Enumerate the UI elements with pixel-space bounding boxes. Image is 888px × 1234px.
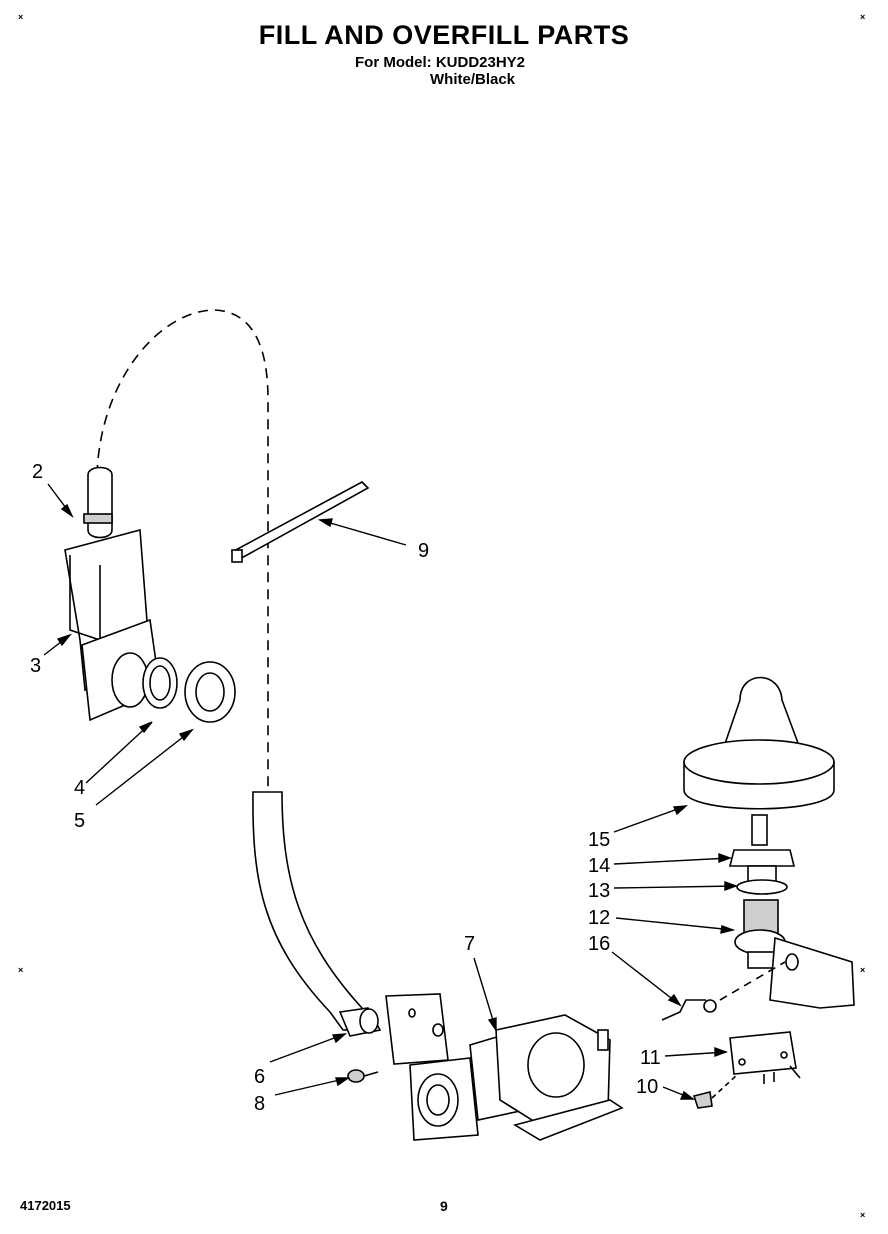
- tie-strap: [230, 481, 370, 562]
- callout-14: 14: [588, 855, 610, 877]
- page-number: 9: [440, 1198, 448, 1214]
- corner-mark-left: ×: [18, 965, 24, 975]
- callout-12: 12: [588, 907, 610, 929]
- callout-4: 4: [74, 777, 85, 799]
- micro-switch: [729, 1031, 797, 1075]
- hose-tie: [83, 513, 113, 524]
- valve-terminal: [597, 1029, 609, 1051]
- color-label: White/Black: [430, 71, 516, 88]
- hose-end: [359, 1008, 379, 1034]
- nut-part-14: [728, 849, 796, 867]
- corner-mark-bottom-right: ×: [860, 1210, 866, 1220]
- fill-hose: [252, 791, 364, 1031]
- screw-part-10: [692, 1091, 713, 1109]
- leader-lines: [43, 483, 739, 1100]
- callout-6: 6: [254, 1066, 265, 1088]
- callout-11: 11: [640, 1047, 661, 1069]
- page-title: FILL AND OVERFILL PARTS: [258, 20, 630, 50]
- pin-part-16: [661, 999, 706, 1021]
- washer-part-13: [736, 879, 788, 895]
- callout-15: 15: [588, 829, 610, 851]
- tie-strap-head: [231, 549, 243, 563]
- callout-2: 2: [32, 461, 43, 483]
- fill-funnel-detail: [69, 555, 101, 642]
- corner-mark-top-left: ×: [18, 12, 24, 22]
- screw-part-8: [347, 1069, 365, 1083]
- callout-16: 16: [588, 933, 610, 955]
- callout-7: 7: [464, 933, 475, 955]
- valve-coil: [527, 1032, 585, 1098]
- callout-3: 3: [30, 655, 41, 677]
- callout-10: 10: [636, 1076, 658, 1098]
- model-label: For Model: KUDD23HY2: [355, 54, 526, 71]
- corner-mark-right: ×: [860, 965, 866, 975]
- float-stem: [751, 814, 768, 846]
- callout-9: 9: [418, 540, 429, 562]
- callout-5: 5: [74, 810, 85, 832]
- hose-routing-dashed-line: [96, 309, 269, 790]
- callout-8: 8: [254, 1093, 265, 1115]
- float-lever: [769, 936, 855, 1009]
- fill-funnel-spout: [87, 466, 113, 539]
- callout-13: 13: [588, 880, 610, 902]
- corner-mark-top-right: ×: [860, 12, 866, 22]
- document-number: 4172015: [20, 1198, 71, 1213]
- valve-mount-foot: [512, 1099, 624, 1141]
